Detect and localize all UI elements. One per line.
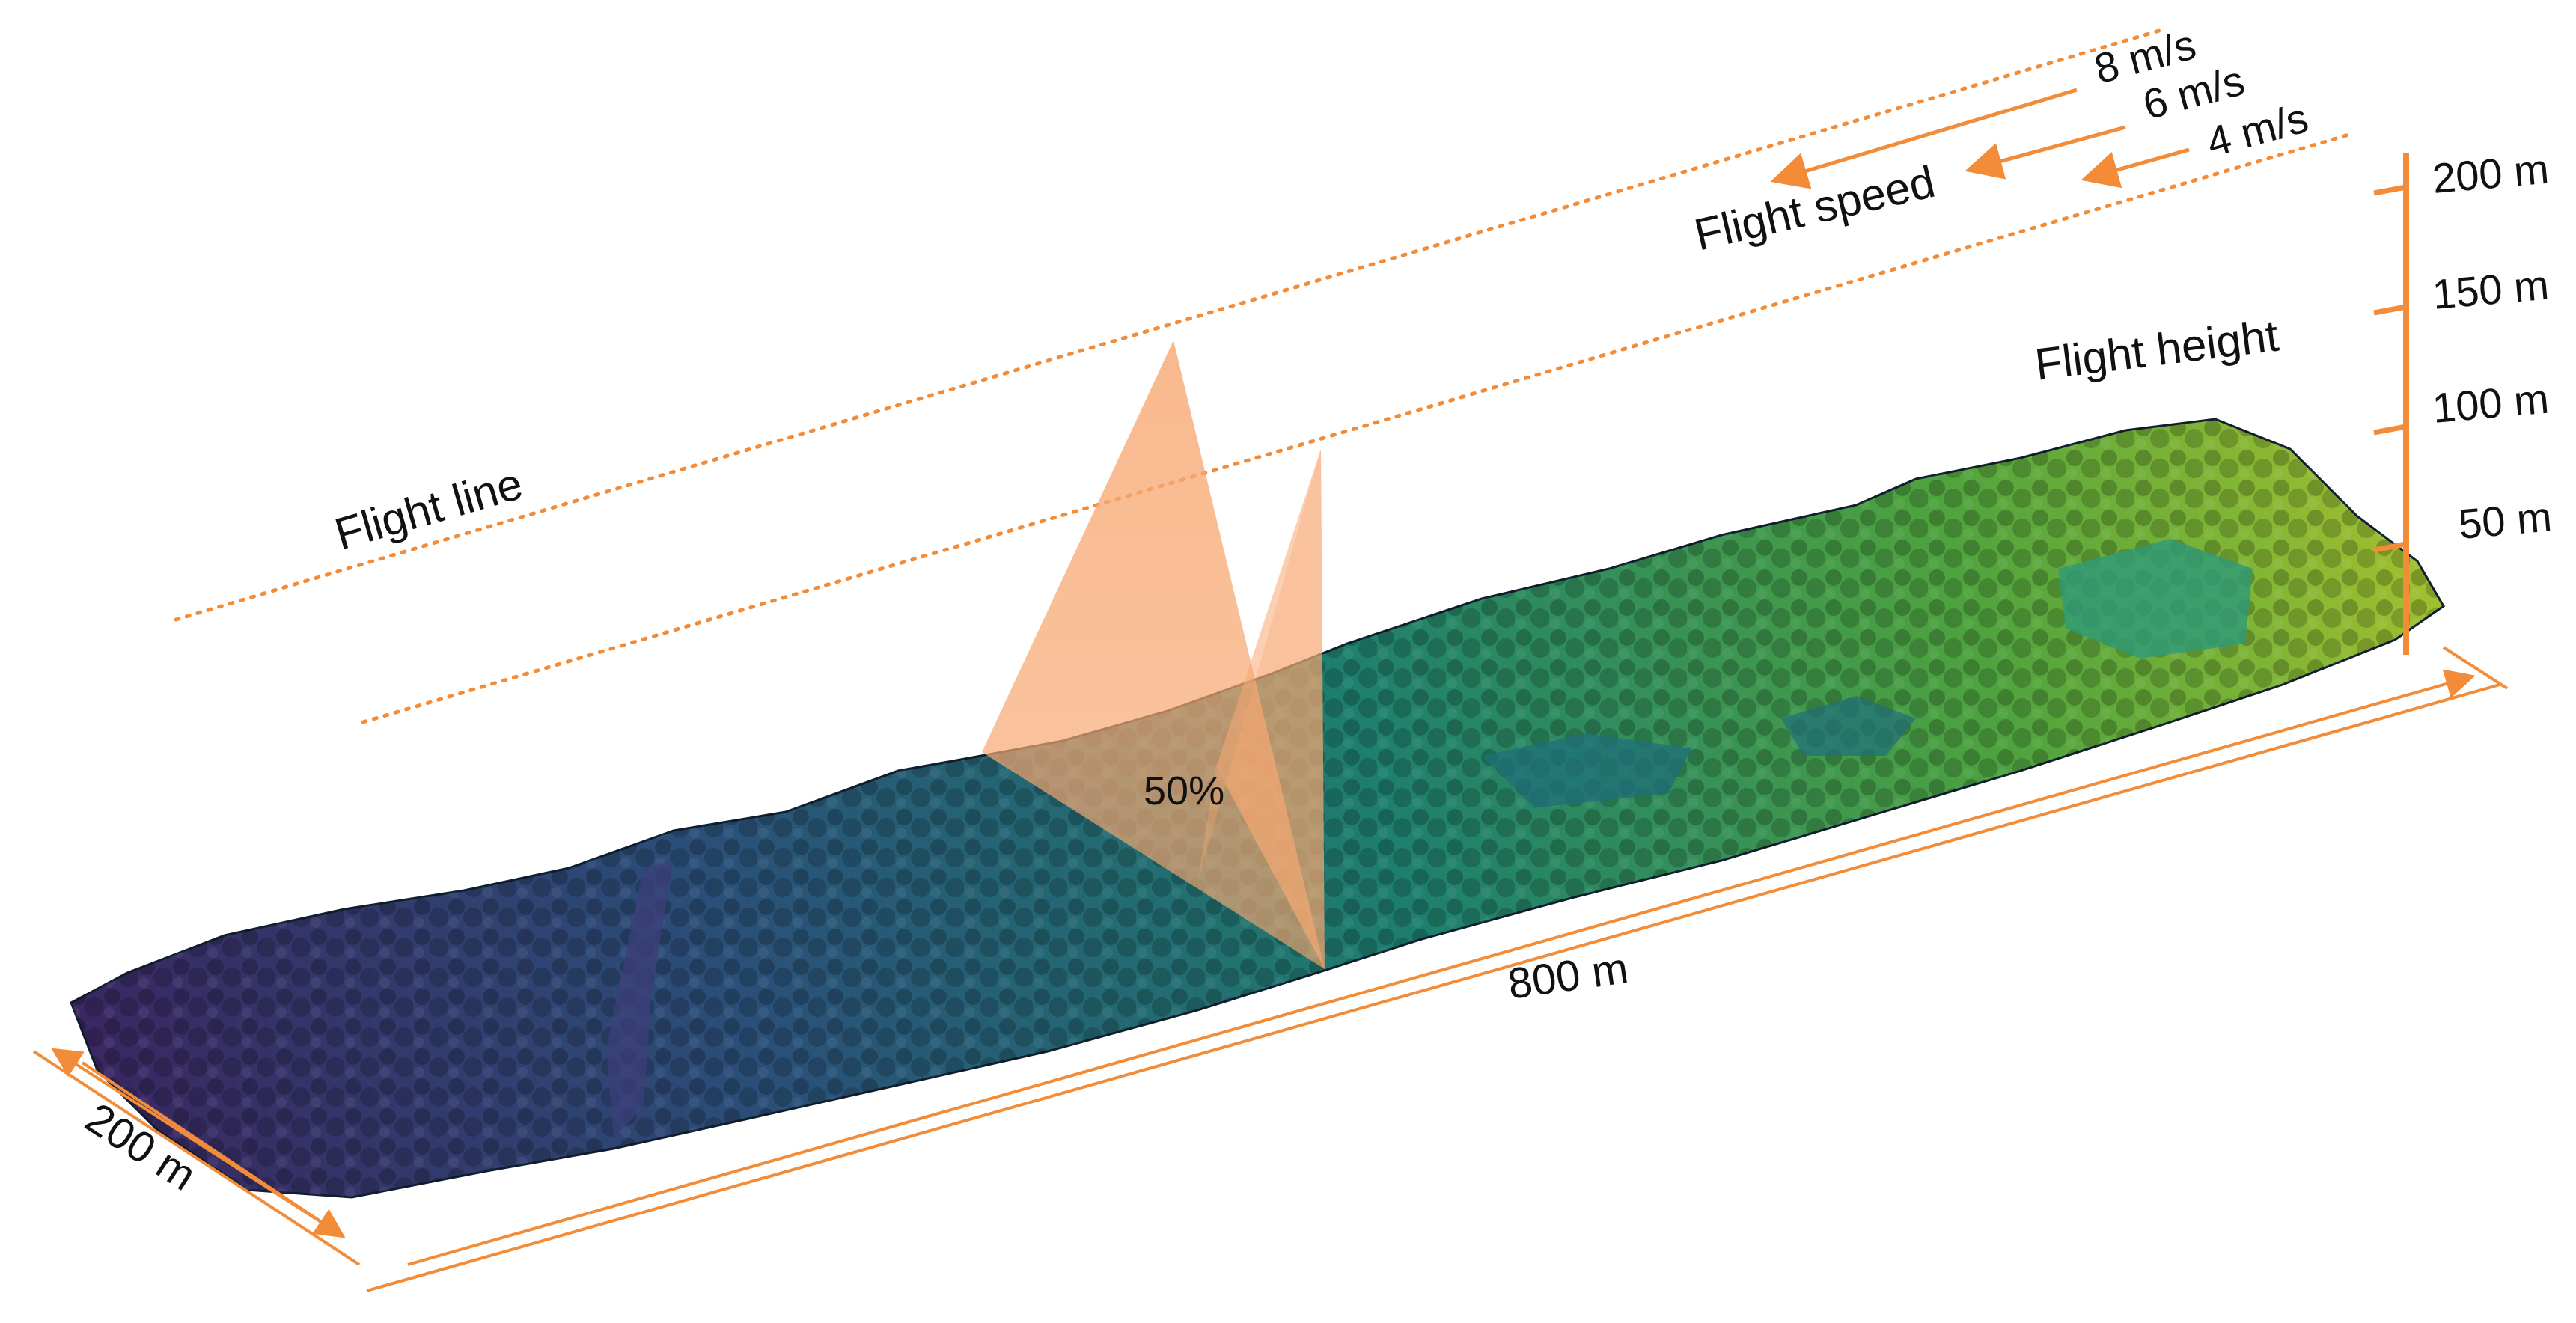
scan-cone-first [982,340,1325,969]
flight-line-upper [174,26,2169,622]
length-label: 800 m [1505,944,1632,1009]
height-tick-200 [2373,184,2407,196]
height-label-50: 50 m [2457,492,2554,548]
canopy-clearing [1482,733,1691,808]
scan-footprint [982,340,1325,969]
height-tick-100 [2373,424,2407,436]
speed-arrow-8 [1770,88,2078,189]
length-dimension [366,646,2509,1292]
scan-cone-second [1216,449,1325,969]
height-label-150: 150 m [2431,261,2551,318]
canopy-trail [606,861,674,1137]
flight-line-lower [361,131,2356,724]
canopy-clearing [2058,539,2253,659]
flight-height-label: Flight height [2032,311,2281,390]
height-tick-50 [2373,541,2407,553]
height-label-100: 100 m [2431,375,2551,432]
scan-cone-second-face [1197,449,1325,969]
flight-line-label: Flight line [329,458,528,559]
width-dimension [32,1048,361,1266]
overlap-label: 50% [1144,769,1224,813]
speed-arrow-6 [1965,125,2126,180]
height-scale [2373,153,2409,655]
speed-arrow-4 [2081,147,2190,189]
height-tick-150 [2373,304,2407,316]
height-label-200: 200 m [2431,145,2551,202]
flight-speed-label: Flight speed [1690,156,1940,260]
canopy-clearing [1781,696,1916,756]
